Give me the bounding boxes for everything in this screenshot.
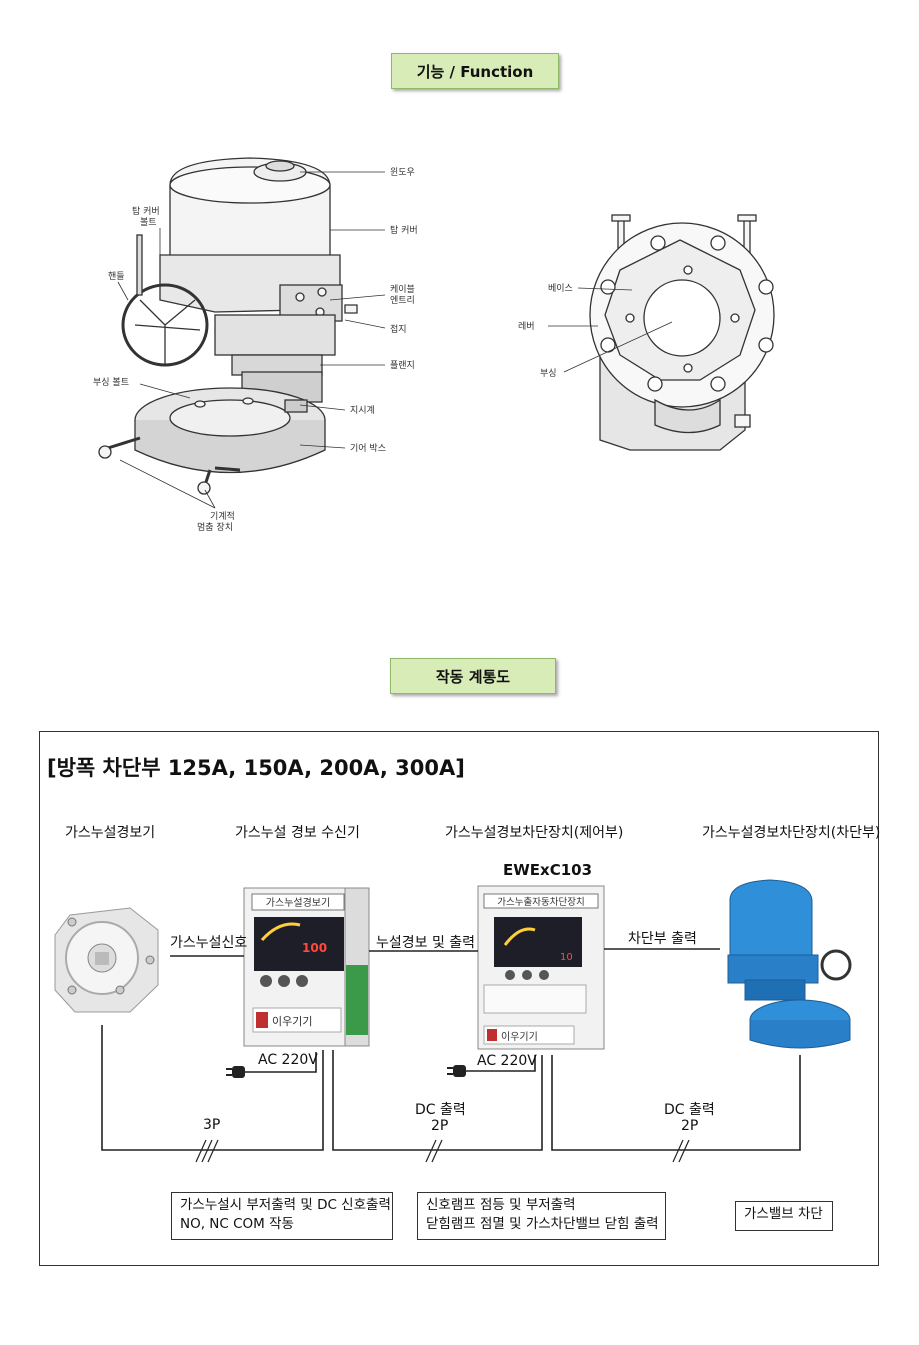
caption-controller: 가스누설경보차단장치(제어부) — [445, 825, 624, 841]
wiring-section-title: 작동 계통도 — [390, 658, 556, 694]
caption-gas-detector: 가스누설경보기 — [65, 825, 156, 841]
svg-text:10: 10 — [560, 952, 573, 963]
label-handle: 핸들 — [108, 270, 125, 282]
label-cable-entry-1: 케이블 — [390, 284, 415, 295]
alarm-receiver-image: 가스누설경보기 100 이우기기 — [243, 887, 370, 1047]
receiver-panel-title: 가스누설경보기 — [266, 896, 330, 909]
power-plug-icon — [226, 1066, 245, 1078]
gas-detector-image — [54, 907, 159, 1013]
wiring-diagram-graphics: 가스누설경보기 100 이우기기 가스누출자동차단장치 10 이우기기 — [54, 879, 852, 1163]
note-line: 신호램프 점등 및 부저출력 — [426, 1197, 576, 1213]
base-bottom-diagram: 베이스 레버 부싱 — [518, 214, 775, 451]
link-gas-signal: 가스누설신호 — [170, 935, 248, 951]
label-flange: 플랜지 — [390, 360, 415, 371]
cable-label-2p-2: 2P — [681, 1118, 699, 1134]
label-mech-stop-2: 멈춤 장치 — [197, 521, 233, 533]
label-housing-bolt: 부싱 볼트 — [93, 377, 129, 388]
shutoff-actuator-image — [727, 879, 852, 1049]
caption-shutoff-unit: 가스누설경보차단장치(차단부) — [702, 825, 881, 841]
label-top-cover-bolt-2: 볼트 — [140, 217, 157, 228]
caption-alarm-receiver: 가스누설 경보 수신기 — [235, 825, 360, 841]
label-top-cover: 탑 커버 — [390, 224, 418, 236]
receiver-brand: 이우기기 — [272, 1015, 312, 1028]
label-lever: 레버 — [518, 321, 535, 332]
actuator-exploded-diagram: 윈도우 탑 커버 볼트 탑 커버 핸들 케이블 엔트리 접지 플랜지 부싱 볼트… — [93, 157, 418, 533]
cable-dc-output-2: DC 출력 — [664, 1102, 715, 1118]
note-line: 가스밸브 차단 — [744, 1206, 823, 1222]
power-label-receiver: AC 220V — [258, 1052, 318, 1068]
cable-dc-output-1: DC 출력 — [415, 1102, 466, 1118]
cable-label-3p: 3P — [203, 1117, 221, 1133]
label-bushing: 부싱 — [540, 368, 557, 379]
note-line: 가스누설시 부저출력 및 DC 신호출력 — [180, 1197, 391, 1213]
controller-image: 가스누출자동차단장치 10 이우기기 — [477, 885, 605, 1050]
wiring-title-text: 작동 계통도 — [435, 667, 511, 686]
svg-text:100: 100 — [302, 941, 327, 955]
note-line: NO, NC COM 작동 — [180, 1216, 294, 1232]
controller-model: EWExC103 — [503, 861, 593, 879]
label-top-cover-bolt-1: 탑 커버 — [132, 205, 160, 217]
label-gear-box: 기어 박스 — [350, 443, 386, 454]
label-base: 베이스 — [548, 283, 573, 294]
note-controller: 신호램프 점등 및 부저출력 닫힘램프 점멸 및 가스차단밸브 닫힘 출력 — [417, 1192, 666, 1240]
controller-panel-title: 가스누출자동차단장치 — [497, 896, 584, 908]
wiring-heading: [방폭 차단부 125A, 150A, 200A, 300A] — [47, 756, 465, 780]
controller-brand: 이우기기 — [501, 1031, 538, 1043]
note-shutoff: 가스밸브 차단 — [735, 1201, 833, 1231]
label-cable-entry-2: 엔트리 — [390, 295, 415, 306]
label-window: 윈도우 — [390, 167, 415, 178]
link-shutoff-output: 차단부 출력 — [628, 931, 697, 947]
label-ground: 접지 — [390, 323, 407, 335]
link-alarm-output: 누설경보 및 출력 — [376, 935, 476, 951]
note-detector-receiver: 가스누설시 부저출력 및 DC 신호출력 NO, NC COM 작동 — [171, 1192, 393, 1240]
cable-label-2p-1: 2P — [431, 1118, 449, 1134]
function-title-text: 기능 / Function — [416, 62, 534, 81]
function-section-title: 기능 / Function — [391, 53, 559, 89]
power-label-controller: AC 220V — [477, 1053, 537, 1069]
wiring-diagram-frame — [39, 731, 879, 1266]
note-line: 닫힘램프 점멸 및 가스차단밸브 닫힘 출력 — [426, 1216, 659, 1232]
label-mech-stop-1: 기계적 — [210, 510, 235, 522]
label-indicator: 지시계 — [350, 404, 375, 416]
power-plug-icon — [447, 1065, 466, 1077]
